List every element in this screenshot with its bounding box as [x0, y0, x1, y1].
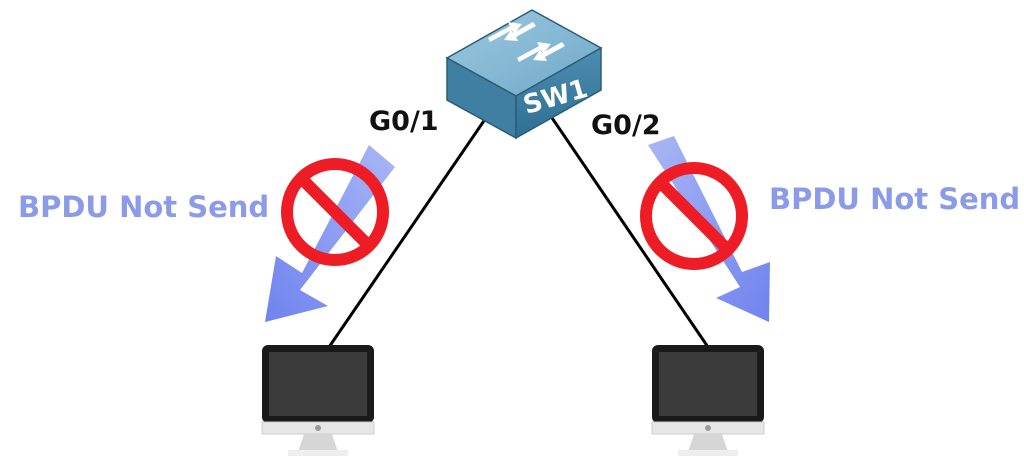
prohibited-icon — [281, 158, 389, 266]
bpdu-arrow-left — [265, 145, 395, 322]
port-label-right: G0/2 — [591, 110, 661, 141]
bpdu-note-right: BPDU Not Send — [769, 182, 1021, 216]
cable-left — [325, 111, 492, 351]
desktop-computer-icon — [651, 345, 765, 456]
prohibited-icon — [640, 162, 748, 270]
network-switch-icon — [445, 9, 603, 140]
bpdu-note-left: BPDU Not Send — [18, 190, 270, 224]
desktop-computer-icon — [261, 345, 375, 456]
cable-right — [546, 111, 712, 351]
port-label-left: G0/1 — [369, 106, 439, 137]
